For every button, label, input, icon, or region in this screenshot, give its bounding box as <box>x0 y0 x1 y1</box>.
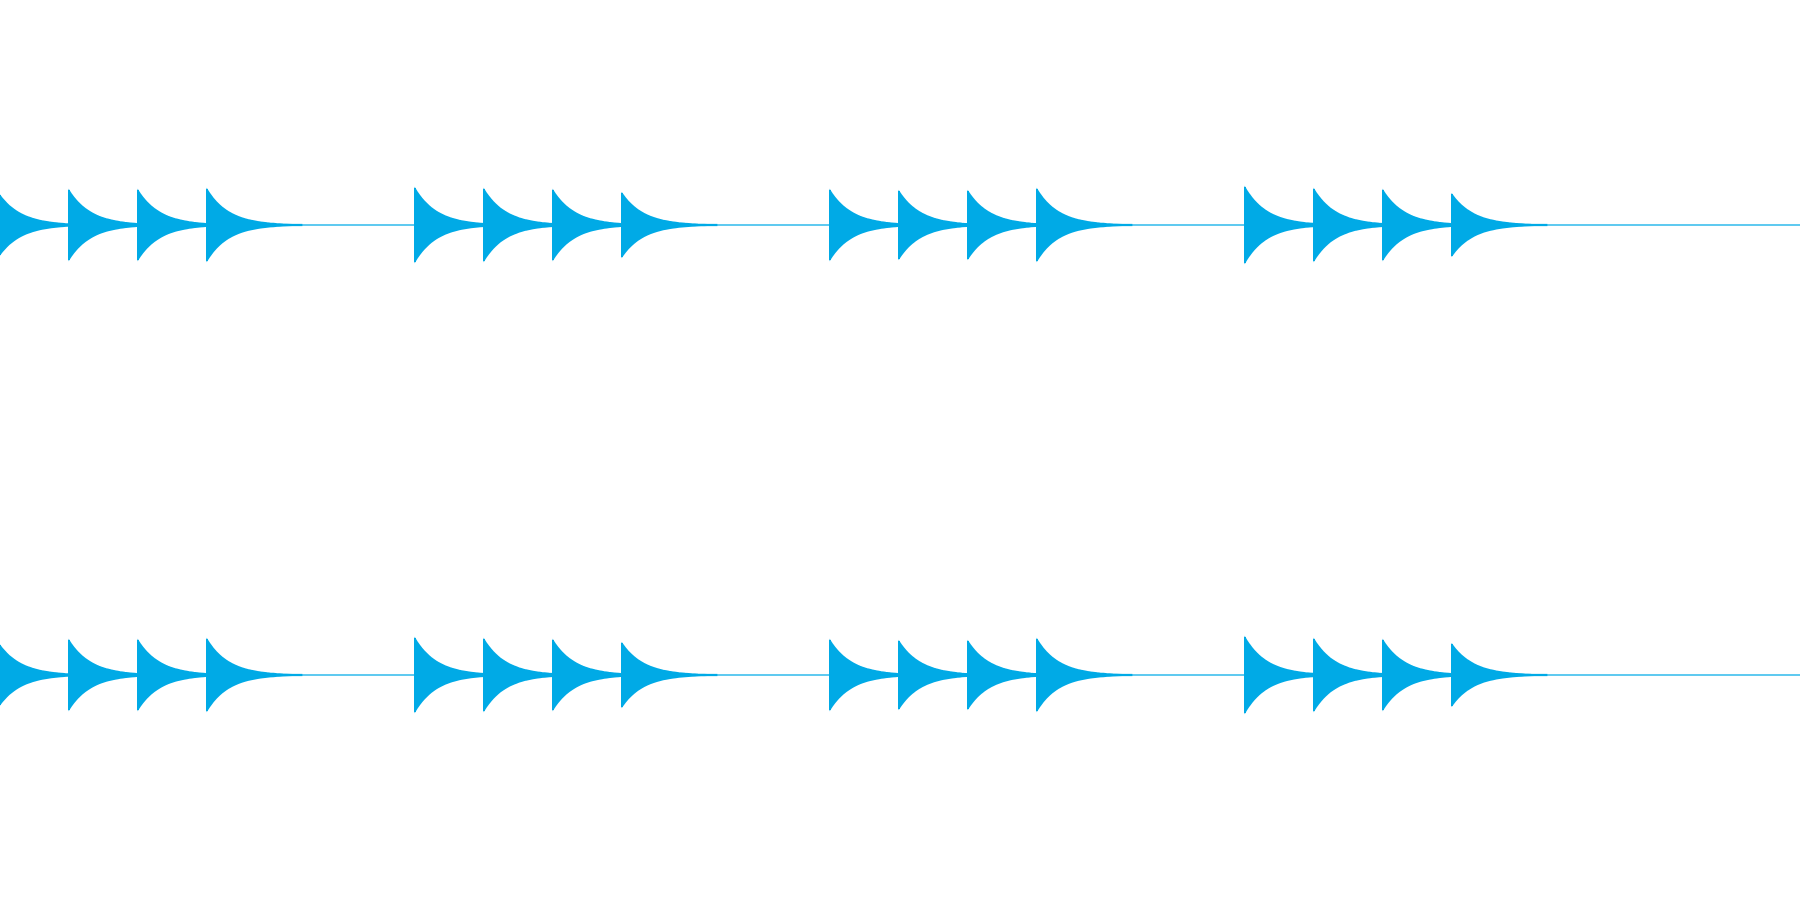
left-transient-1-3 <box>137 188 209 262</box>
left-transient-4-1 <box>1244 185 1316 265</box>
left-transient-2-2 <box>483 187 555 263</box>
left-transient-1-1 <box>0 194 71 256</box>
right-transient-4-1 <box>1244 635 1316 715</box>
right-transient-2-2 <box>483 637 555 713</box>
right-channel-svg <box>0 635 1800 715</box>
right-transient-4-3 <box>1382 638 1454 712</box>
left-transient-1-2 <box>68 188 140 262</box>
left-channel-waveform[interactable] <box>0 0 1800 450</box>
left-channel-svg <box>0 185 1800 265</box>
right-transient-3-1 <box>829 638 901 712</box>
left-transient-3-2 <box>898 189 970 261</box>
left-transient-2-3 <box>552 188 624 262</box>
right-transient-1-1 <box>0 644 71 706</box>
left-transient-2-1 <box>414 186 486 264</box>
left-transient-1-4 <box>206 187 303 263</box>
right-transient-2-4 <box>621 641 718 709</box>
left-transient-4-3 <box>1382 188 1454 262</box>
right-transient-2-3 <box>552 638 624 712</box>
right-transient-1-3 <box>137 638 209 712</box>
right-transient-3-4 <box>1036 637 1133 713</box>
left-transient-3-4 <box>1036 187 1133 263</box>
right-transient-3-3 <box>967 639 1039 711</box>
right-channel-waveform[interactable] <box>0 450 1800 900</box>
left-transient-2-4 <box>621 191 718 259</box>
right-transient-1-2 <box>68 638 140 712</box>
left-transient-4-2 <box>1313 187 1385 263</box>
left-transient-4-4 <box>1451 192 1548 258</box>
right-transient-3-2 <box>898 639 970 711</box>
right-transient-2-1 <box>414 636 486 714</box>
right-transient-1-4 <box>206 637 303 713</box>
right-transient-4-4 <box>1451 642 1548 708</box>
left-transient-3-1 <box>829 188 901 262</box>
right-transient-4-2 <box>1313 637 1385 713</box>
left-transient-3-3 <box>967 189 1039 261</box>
